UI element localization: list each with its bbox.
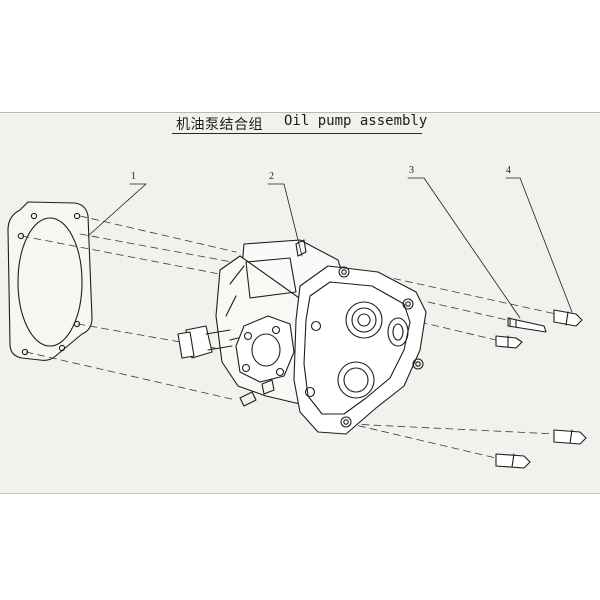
callout-3: 3 [409,165,414,176]
title-english: Oil pump assembly [284,113,428,129]
dowel-pin-icon [495,317,547,349]
bolt-icon [495,309,587,469]
gasket-icon [7,201,93,361]
leader-lines [87,177,573,319]
diagram-title: 机油泵结合组 Oil pump assembly [0,113,600,135]
assembly-centerlines [21,215,557,459]
callout-1: 1 [131,171,136,182]
title-underline [172,133,422,134]
title-chinese: 机油泵结合组 [176,117,263,133]
oil-pump-body-icon [177,239,427,435]
callout-4: 4 [506,165,511,176]
callout-2: 2 [269,171,274,182]
